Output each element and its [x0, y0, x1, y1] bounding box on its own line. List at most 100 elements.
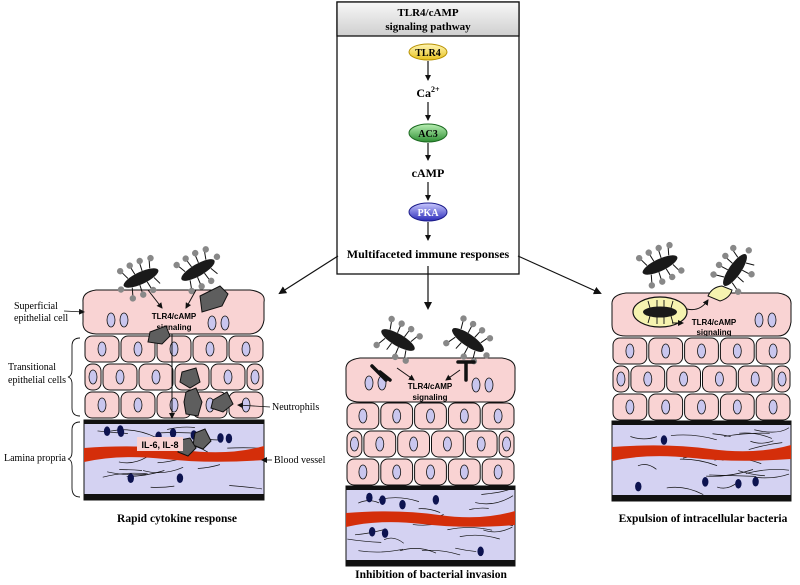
connective-fiber — [679, 458, 718, 466]
stromal-nucleus — [702, 477, 709, 487]
panel1-title: Rapid cytokine response — [117, 513, 237, 525]
nucleus — [754, 312, 764, 328]
superficial-cell — [345, 357, 516, 403]
nucleus — [777, 371, 787, 387]
neutrophils — [147, 285, 234, 457]
nucleus — [493, 408, 503, 424]
pathway-title-line1: TLR4/cAMP — [397, 7, 458, 19]
nucleus — [358, 464, 368, 480]
nucleus — [205, 341, 215, 357]
stromal-nucleus — [117, 425, 124, 435]
signal-label-line2: signaling — [696, 328, 731, 337]
nucleus — [133, 397, 143, 413]
connective-fiber — [447, 527, 493, 531]
stromal-nucleus — [225, 433, 233, 444]
bracket-lamina — [67, 421, 81, 498]
stromal-nucleus — [368, 526, 376, 537]
nucleus — [459, 408, 469, 424]
nucleus — [97, 341, 107, 357]
panel2-title: Inhibition of bacterial invasion — [355, 569, 507, 581]
expulsion-vesicle — [707, 285, 733, 302]
nucleus — [697, 399, 706, 415]
connective-fiber — [229, 485, 263, 490]
nucleus — [409, 436, 419, 452]
bacterium — [643, 300, 677, 324]
panel-inhibition: TLR4/cAMP signaling Inhibition of bacter… — [345, 315, 516, 581]
connective-fiber — [630, 436, 657, 440]
bacterium — [373, 315, 423, 364]
nucleus — [241, 341, 251, 357]
nucleus — [115, 369, 125, 385]
nucleus — [732, 343, 742, 359]
label-lamina: Lamina propria — [4, 453, 66, 464]
inhibition-bar — [370, 364, 392, 382]
tissue-base — [612, 495, 791, 501]
connective-fiber — [118, 456, 147, 464]
connective-fiber — [750, 440, 774, 444]
connective-fiber — [666, 486, 704, 495]
stromal-nucleus — [103, 426, 111, 437]
connective-fiber — [421, 549, 461, 556]
stromal-nucleus — [477, 546, 484, 557]
stromal-nucleus — [735, 478, 742, 489]
nucleus — [750, 371, 760, 387]
nucleus — [207, 315, 217, 331]
label-neutrophils: Neutrophils — [272, 402, 319, 413]
blood-vessel — [346, 511, 515, 527]
nucleus — [476, 436, 486, 452]
pka-node — [408, 202, 448, 222]
bacterium — [443, 315, 494, 365]
nucleus — [715, 371, 724, 387]
connective-fiber — [399, 548, 437, 554]
nucleus — [625, 399, 635, 415]
signal-label-line2: signaling — [156, 323, 191, 332]
expulsion-arrow — [686, 299, 709, 311]
nucleus — [697, 343, 706, 359]
nucleus — [350, 436, 359, 452]
stromal-nucleus — [366, 492, 373, 503]
label-superficial-1: Superficial — [14, 301, 58, 312]
label-superficial-2: epithelial cell — [14, 313, 68, 324]
pointer — [63, 308, 85, 315]
tlr4-label: TLR4 — [415, 48, 441, 59]
stromal-nucleus — [127, 473, 134, 483]
stromal-nucleus — [379, 495, 386, 505]
nucleus — [88, 369, 98, 385]
signal-arrow — [445, 369, 461, 381]
nucleus — [732, 399, 742, 415]
cytokine-label: IL-6, IL-8 — [141, 440, 178, 450]
nucleus — [493, 464, 503, 480]
nucleus — [169, 397, 179, 413]
nucleus — [502, 436, 511, 452]
panel-expulsion: TLR4/cAMP signaling Expulsion of intrace… — [611, 241, 792, 525]
nucleus — [250, 369, 260, 385]
connective-fiber — [102, 472, 148, 478]
nucleus — [358, 408, 368, 424]
ac3-node — [408, 123, 448, 143]
signal-arrow — [185, 289, 197, 309]
label-transitional-2: epithelial cells — [8, 375, 66, 386]
nucleus — [392, 408, 402, 424]
blood-vessel — [612, 445, 791, 461]
connective-fiber — [724, 432, 770, 437]
connective-fiber — [97, 430, 128, 434]
panel3-title: Expulsion of intracellular bacteria — [619, 513, 788, 525]
nucleus — [169, 341, 179, 357]
signal-label-line2: signaling — [412, 393, 447, 402]
nucleus — [625, 343, 635, 359]
inhibition-bar — [456, 360, 476, 382]
branch-arrow-left — [278, 255, 339, 295]
stromal-nucleus — [432, 495, 440, 505]
signal-label-line1: TLR4/cAMP — [692, 318, 737, 327]
signal-label-line1: TLR4/cAMP — [152, 312, 197, 321]
connective-fiber — [455, 547, 477, 552]
signal-label-line1: TLR4/cAMP — [408, 382, 453, 391]
nucleus — [220, 315, 230, 331]
connective-fiber — [347, 538, 382, 543]
bacterium — [635, 241, 685, 289]
signal-arrow — [396, 367, 415, 381]
connective-fiber — [483, 526, 513, 533]
pathway-title-line2: signaling pathway — [385, 21, 471, 33]
transitional-cells — [612, 337, 791, 421]
